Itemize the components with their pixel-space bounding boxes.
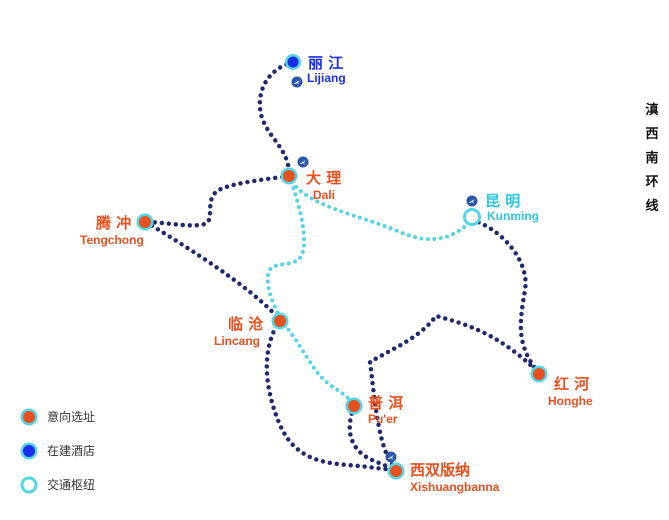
honghe-cn-label: 红 河 xyxy=(554,375,589,393)
xishuangbanna-marker[interactable] xyxy=(387,462,405,480)
route-lincang-puer xyxy=(278,318,356,409)
lincang-cn-label: 临 沧 xyxy=(228,315,263,333)
airplane-icon xyxy=(297,156,309,168)
map-title: 滇西南环线 xyxy=(645,102,658,214)
title-char: 滇 xyxy=(645,102,658,118)
route-lijiang-dali xyxy=(257,59,296,179)
airplane-icon xyxy=(291,76,303,88)
orange-dot-icon xyxy=(20,408,38,426)
dali-en-label: Dali xyxy=(313,188,335,202)
tengchong-marker[interactable] xyxy=(136,213,154,231)
title-char: 环 xyxy=(645,175,658,190)
route-tengchong-lincang xyxy=(143,219,283,323)
title-text: 滇西南环线 xyxy=(645,102,658,214)
lincang-en-label: Lincang xyxy=(214,334,260,348)
route-kunming-honghe xyxy=(469,217,542,376)
route-honghe-banna xyxy=(367,313,542,473)
dali-marker[interactable] xyxy=(280,167,298,185)
title-char: 南 xyxy=(645,150,658,166)
xishuangbanna-en-label: Xishuangbanna xyxy=(410,480,500,494)
legend-label-hotel: 在建酒店 xyxy=(47,444,95,458)
title-char: 西 xyxy=(645,127,658,142)
legend-item-hotel: 在建酒店 xyxy=(20,442,95,460)
airplane-icon xyxy=(385,451,397,463)
tengchong-en-label: Tengchong xyxy=(80,233,144,247)
route-dali-lincang xyxy=(265,174,307,322)
tengchong-cn-label: 腾 冲 xyxy=(95,214,131,232)
city-markers xyxy=(136,54,548,480)
lincang-marker[interactable] xyxy=(271,312,289,330)
lijiang-cn-label: 丽 江 xyxy=(308,54,343,72)
legend-label-hub: 交通枢纽 xyxy=(47,477,95,492)
route-lines xyxy=(143,59,542,473)
legend-label-site: 意向选址 xyxy=(47,409,95,424)
legend: 意向选址 在建酒店 交通枢纽 xyxy=(20,408,95,494)
airplane-icon xyxy=(466,195,478,207)
puer-en-label: Pu'er xyxy=(368,412,398,426)
honghe-en-label: Honghe xyxy=(548,394,593,408)
blue-dot-icon xyxy=(20,442,38,460)
legend-item-hub: 交通枢纽 xyxy=(20,476,95,494)
dali-cn-label: 大 理 xyxy=(306,169,341,187)
legend-item-site: 意向选址 xyxy=(20,408,95,426)
kunming-cn-label: 昆 明 xyxy=(485,192,520,210)
honghe-marker[interactable] xyxy=(530,365,548,383)
cyan-ring-icon xyxy=(20,476,38,494)
puer-cn-label: 普 洱 xyxy=(368,394,403,412)
route-dali-tengchong xyxy=(143,173,292,228)
route-puer-banna xyxy=(347,404,399,473)
route-lincang-banna xyxy=(264,317,399,473)
xishuangbanna-cn-label: 西双版纳 xyxy=(410,461,470,479)
title-char: 线 xyxy=(645,198,658,214)
puer-marker[interactable] xyxy=(345,397,363,415)
kunming-marker[interactable] xyxy=(463,208,481,226)
kunming-en-label: Kunming xyxy=(487,209,539,223)
lijiang-marker[interactable] xyxy=(285,54,301,70)
city-labels: 丽 江 Lijiang 大 理 Dali 昆 明 Kunming 腾 冲 Ten… xyxy=(80,54,593,494)
lijiang-en-label: Lijiang xyxy=(307,71,346,85)
airport-icons xyxy=(291,76,478,463)
